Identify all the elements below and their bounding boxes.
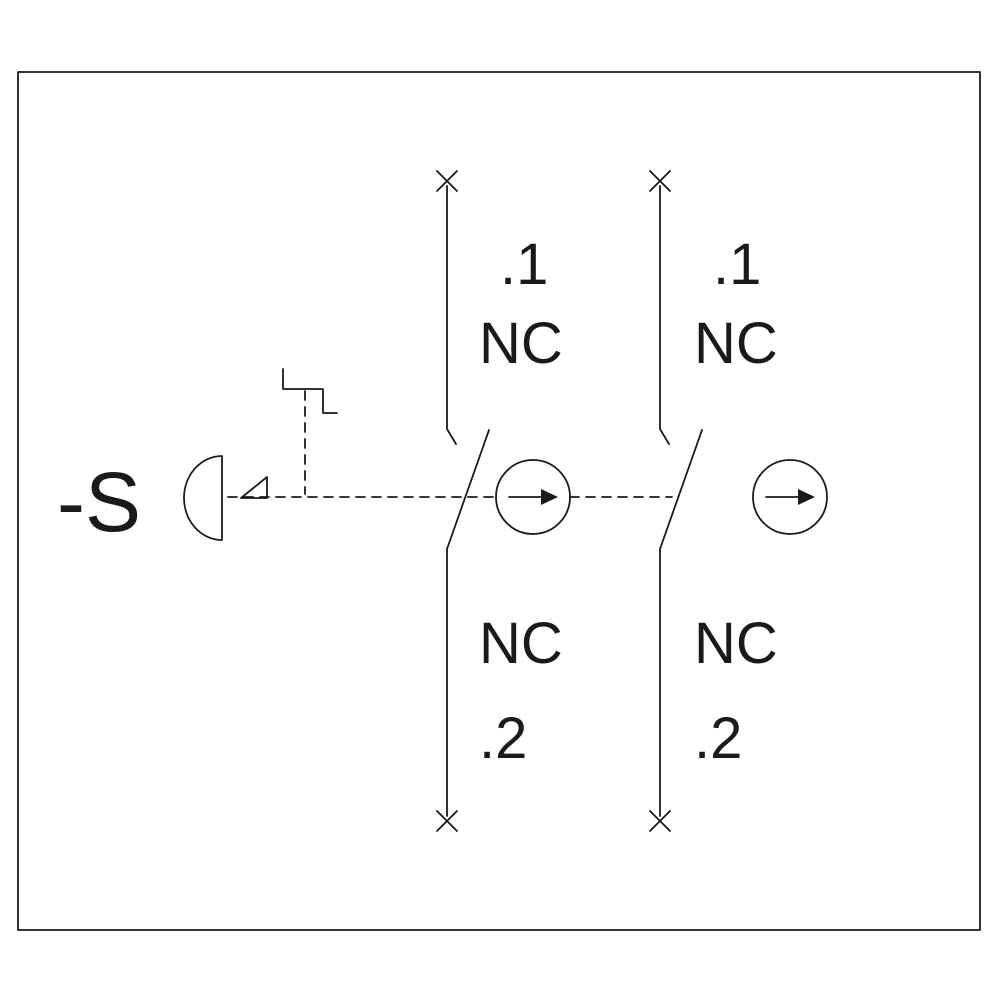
arrow-circle bbox=[752, 459, 828, 535]
positive-drive-arrow-icon-2 bbox=[752, 459, 828, 535]
device-designation-label: -S bbox=[57, 455, 141, 549]
latch-release-icon bbox=[282, 368, 338, 414]
contact-type-top: NC bbox=[479, 311, 563, 376]
terminal-cross-top-icon bbox=[649, 170, 671, 192]
contact-type-bottom: NC bbox=[479, 611, 563, 676]
contact-blade bbox=[659, 429, 703, 550]
pawl-triangle-icon bbox=[240, 476, 268, 499]
terminal-cross-bottom-icon bbox=[436, 810, 458, 832]
arrow-circle bbox=[495, 459, 571, 535]
nc-contact-pole-2: .1 NC NC .2 bbox=[649, 170, 778, 832]
contact-blade bbox=[446, 429, 490, 550]
mushroom-head-icon bbox=[183, 455, 223, 541]
conductor-top bbox=[659, 185, 670, 445]
terminal-label-bottom: .2 bbox=[694, 706, 742, 771]
positive-drive-arrow-icon-1 bbox=[495, 459, 571, 535]
terminal-cross-bottom-icon bbox=[649, 810, 671, 832]
terminal-label-bottom: .2 bbox=[479, 706, 527, 771]
conductor-top bbox=[446, 185, 457, 445]
terminal-cross-top-icon bbox=[436, 170, 458, 192]
arrow-head bbox=[798, 489, 815, 505]
contact-type-top: NC bbox=[694, 311, 778, 376]
drawing-border bbox=[17, 71, 981, 931]
terminal-label-top: .1 bbox=[713, 232, 761, 297]
terminal-label-top: .1 bbox=[500, 232, 548, 297]
contact-type-bottom: NC bbox=[694, 611, 778, 676]
arrow-head bbox=[541, 489, 558, 505]
nc-contact-pole-1: .1 NC NC .2 bbox=[436, 170, 563, 832]
